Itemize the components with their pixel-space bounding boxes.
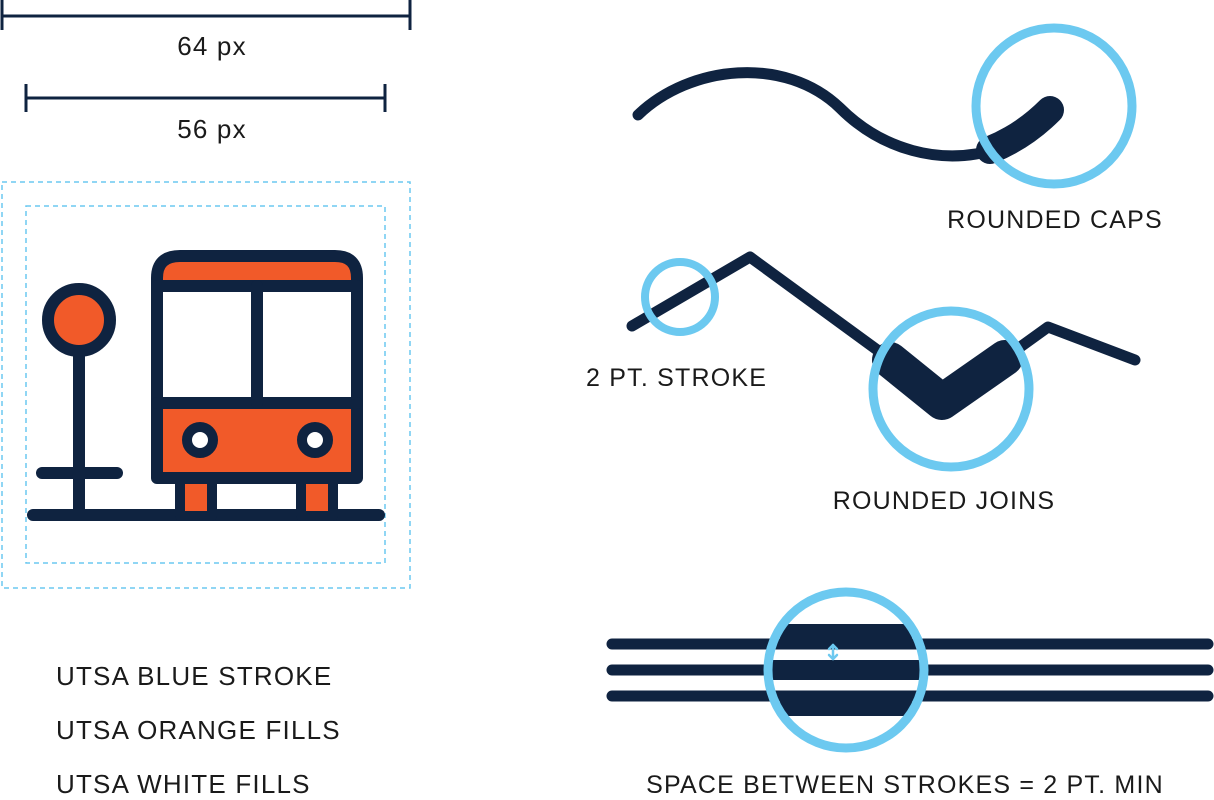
spacing-arrow-icon	[827, 643, 839, 661]
legend-orange-fills: UTSA ORANGE FILLS	[56, 715, 341, 745]
measure-64px	[0, 0, 412, 30]
bus-stop-icon	[27, 250, 385, 521]
bus-icon	[151, 250, 363, 521]
rounded-caps-highlight	[971, 23, 1137, 189]
rounded-joins-label: ROUNDED JOINS	[833, 487, 1056, 515]
spacing-highlight	[763, 587, 929, 753]
rounded-joins-highlight	[868, 306, 1034, 472]
legend-white-fills: UTSA WHITE FILLS	[56, 769, 311, 799]
spacing-label: SPACE BETWEEN STROKES = 2 PT. MIN	[646, 771, 1164, 799]
rounded-caps-label: ROUNDED CAPS	[947, 206, 1163, 234]
spacing-zoom	[768, 624, 922, 716]
rounded-caps-example	[632, 67, 1064, 164]
inner-guide-box	[25, 205, 386, 564]
outer-guide-box	[1, 181, 411, 589]
measure-64px-label: 64 px	[177, 31, 247, 61]
measure-56px-label: 56 px	[177, 114, 247, 144]
stop-sign-icon	[36, 283, 123, 518]
stroke-weight-highlight	[641, 258, 719, 336]
measure-56px	[24, 84, 387, 112]
stroke-weight-label: 2 PT. STROKE	[586, 364, 767, 392]
legend-stroke: UTSA BLUE STROKE	[56, 661, 332, 691]
